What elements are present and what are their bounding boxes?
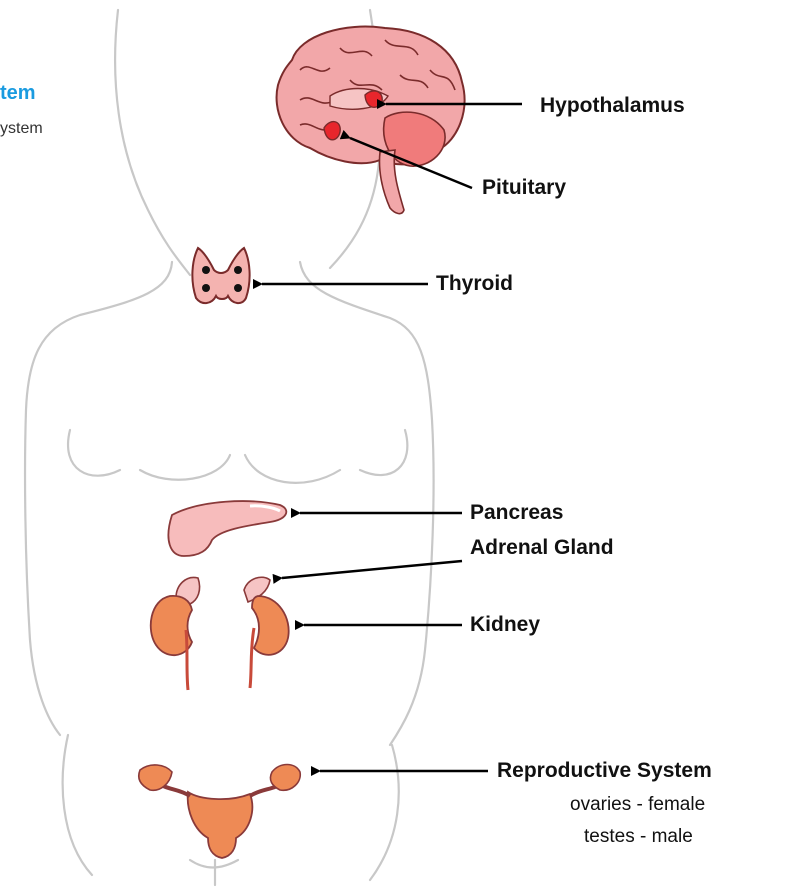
label-adrenal-gland: Adrenal Gland [470, 536, 614, 560]
diagram-subtitle-fragment: ystem [0, 120, 43, 138]
label-pancreas: Pancreas [470, 501, 563, 525]
label-thyroid: Thyroid [436, 272, 513, 296]
note-testes: testes - male [584, 826, 693, 848]
diagram-title-fragment: tem [0, 82, 36, 105]
brain-illustration [277, 27, 465, 214]
note-ovaries: ovaries - female [570, 794, 705, 816]
label-pituitary: Pituitary [482, 176, 566, 200]
pancreas-illustration [168, 501, 286, 556]
label-kidney: Kidney [470, 613, 540, 637]
reproductive-illustration [139, 765, 301, 859]
hypothalamus-gland [365, 91, 382, 107]
arrow-adrenal [282, 561, 462, 578]
thyroid-illustration [192, 248, 249, 303]
label-hypothalamus: Hypothalamus [540, 94, 685, 118]
kidneys-illustration [151, 577, 289, 690]
pituitary-gland [324, 122, 340, 140]
label-reproductive-system: Reproductive System [497, 759, 712, 783]
